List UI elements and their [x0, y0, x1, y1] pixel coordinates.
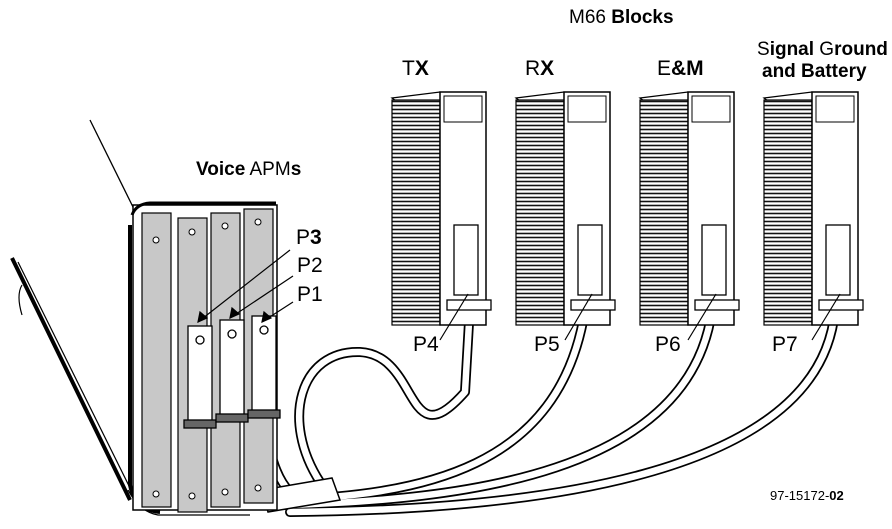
block-tx — [392, 92, 491, 325]
connector-p1 — [248, 316, 280, 418]
figure-id: 97-15172-02 — [770, 489, 844, 502]
block-label-signal-ground-line1: Signal Ground — [757, 40, 888, 59]
block-label-em: E&M — [657, 58, 704, 79]
port-label-p4: P4 — [413, 334, 439, 355]
block-label-rx: RX — [525, 58, 554, 79]
connector-p2 — [216, 320, 248, 422]
apm-card — [142, 213, 171, 507]
port-label-p7: P7 — [772, 334, 798, 355]
cable-bundle — [205, 305, 835, 512]
apm-connectors — [184, 316, 280, 428]
block-signal-ground — [764, 92, 863, 325]
port-label-p6: P6 — [655, 334, 681, 355]
voice-apms-title: Voice APMs — [196, 160, 301, 179]
block-em — [640, 92, 739, 325]
connector-p3 — [184, 326, 216, 428]
m66-blocks-title: M66 Blocks — [569, 8, 674, 27]
port-label-p2: P2 — [297, 255, 323, 276]
block-label-tx: TX — [402, 58, 429, 79]
block-label-signal-ground-line2: and Battery — [762, 62, 867, 81]
block-rx — [516, 92, 615, 325]
port-label-p3: P3 — [296, 227, 322, 248]
port-label-p1: P1 — [297, 284, 323, 305]
port-label-p5: P5 — [534, 334, 560, 355]
